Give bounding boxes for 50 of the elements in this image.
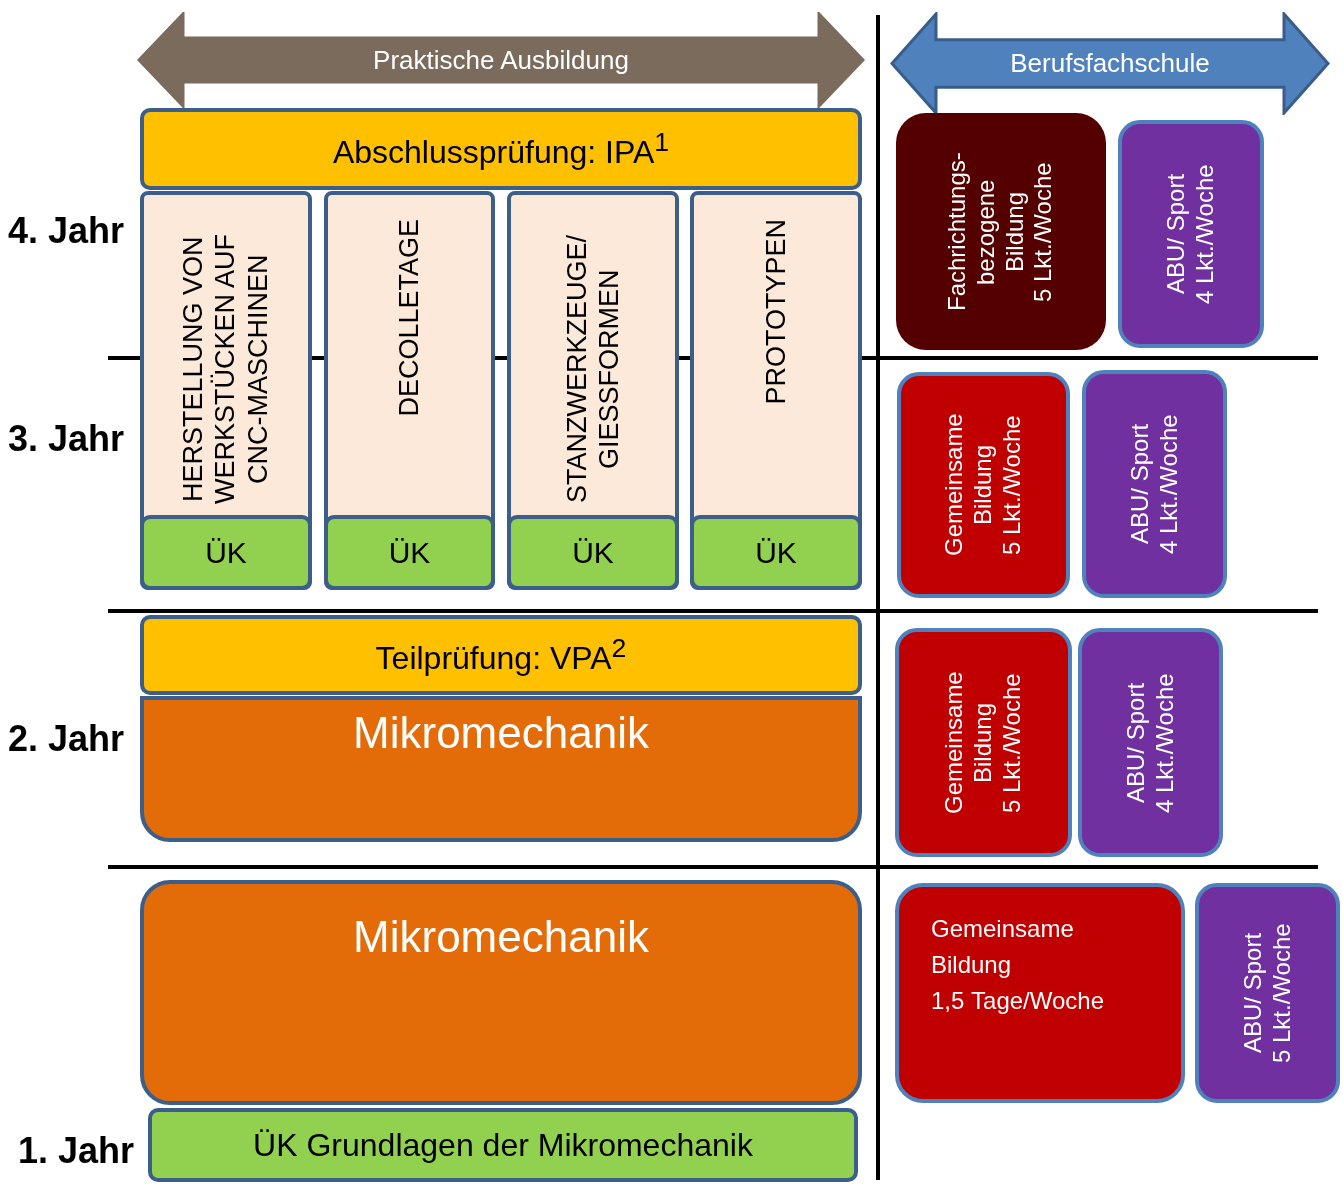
box-label: HERSTELLUNG VON WERKSTÜCKEN AUF CNC-MASCHINEN bbox=[177, 233, 275, 506]
lesson-block bbox=[896, 113, 1106, 350]
box-label: ÜK Grundlagen der Mikromechanik bbox=[253, 1126, 753, 1164]
box-label: ÜK bbox=[572, 535, 614, 570]
year-label: 3. Jahr bbox=[8, 418, 125, 460]
specialization-column bbox=[690, 191, 862, 590]
box-label: ÜK bbox=[205, 535, 247, 570]
lesson-block bbox=[1118, 120, 1264, 348]
exam-bar bbox=[140, 615, 862, 695]
training-block bbox=[140, 880, 862, 1105]
year-label: 4. Jahr bbox=[8, 210, 125, 252]
box-label: Fachrichtungs- bezogene Bildung 5 Lkt./Woche bbox=[943, 151, 1058, 313]
box-label: DECOLLETAGE bbox=[393, 219, 426, 417]
box-label: Gemeinsame Bildung 5 Lkt./Woche bbox=[940, 670, 1026, 816]
box-label: Gemeinsame Bildung 5 Lkt./Woche bbox=[940, 412, 1026, 559]
specialization-column bbox=[507, 191, 679, 590]
course-block bbox=[148, 1108, 858, 1182]
box-label: ABU/ Sport 5 Lkt./Woche bbox=[1238, 922, 1296, 1065]
course-block bbox=[690, 515, 862, 590]
arrow-banner bbox=[890, 12, 1330, 115]
lesson-block bbox=[897, 372, 1070, 598]
box-label: ÜK bbox=[388, 535, 431, 570]
training-block bbox=[140, 696, 862, 842]
lesson-block bbox=[1082, 370, 1227, 598]
box-label: ÜK bbox=[755, 535, 797, 570]
box-label: STANZWERKZEUGE/ GIESSFORMEN bbox=[560, 234, 625, 505]
year-label: 1. Jahr bbox=[18, 1130, 135, 1172]
course-block bbox=[507, 515, 679, 590]
banner-label: Praktische Ausbildung bbox=[373, 44, 629, 76]
lesson-block bbox=[895, 628, 1072, 857]
banner-label: Berufsfachschule bbox=[1010, 48, 1210, 79]
box-label: Mikromechanik bbox=[353, 912, 649, 962]
arrow-banner bbox=[137, 12, 865, 108]
box-label: PROTOTYPEN bbox=[759, 219, 792, 405]
course-block bbox=[140, 515, 312, 590]
box-label: Mikromechanik bbox=[353, 708, 649, 758]
exam-bar bbox=[140, 108, 862, 190]
specialization-column bbox=[140, 191, 312, 590]
course-block bbox=[324, 515, 495, 590]
year-label: 2. Jahr bbox=[8, 718, 125, 760]
box-label: Abschlussprüfung: IPA$^{1}$ bbox=[332, 127, 670, 171]
specialization-column bbox=[324, 191, 495, 590]
box-label: ABU/ Sport 4 Lkt./Woche bbox=[1125, 413, 1183, 556]
box-label: Gemeinsame Bildung 1,5 Tage/Woche bbox=[931, 914, 1105, 1016]
lesson-block bbox=[895, 883, 1185, 1103]
box-label: ABU/ Sport 4 Lkt./Woche bbox=[1121, 671, 1179, 815]
box-label: ABU/ Sport 4 Lkt./Woche bbox=[1162, 163, 1219, 306]
lesson-block bbox=[1195, 883, 1340, 1103]
lesson-block bbox=[1078, 628, 1223, 857]
box-label: Teilprüfung: VPA$^{2}$ bbox=[375, 633, 627, 677]
